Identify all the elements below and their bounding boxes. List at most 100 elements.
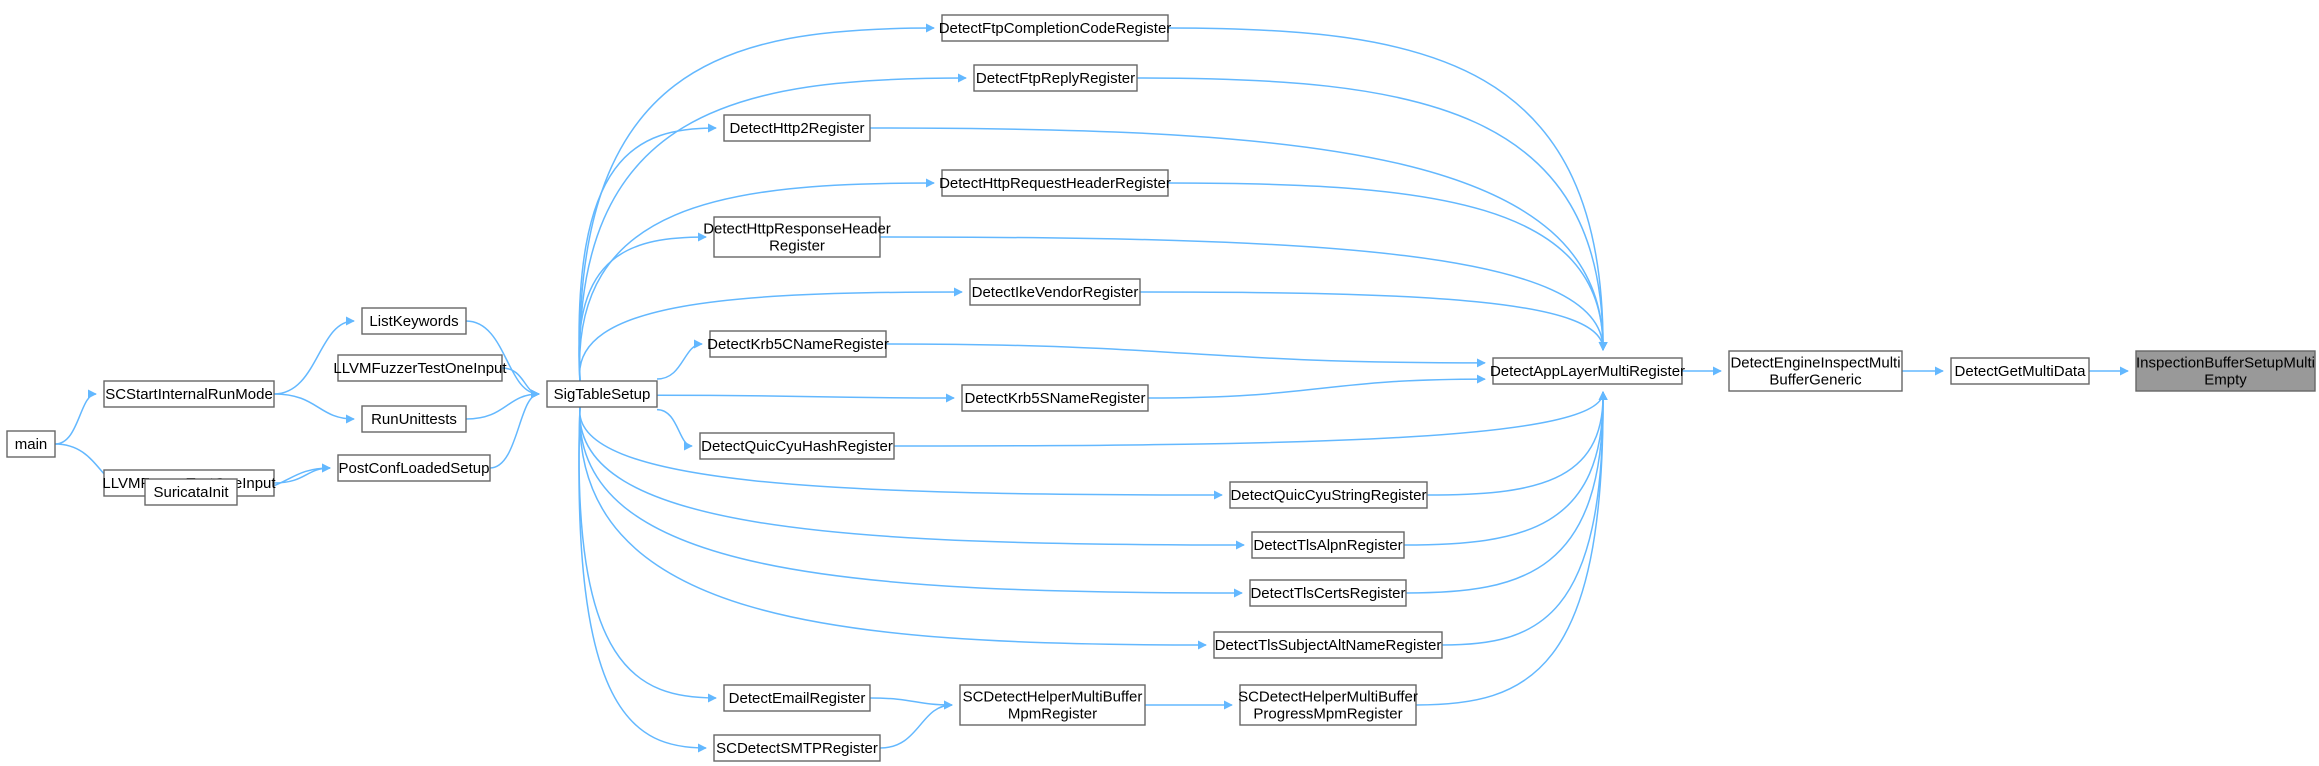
node-label: PostConfLoadedSetup — [339, 460, 490, 477]
node-quichash[interactable]: DetectQuicCyuHashRegister — [699, 432, 895, 460]
edge-email-to-mpm — [869, 697, 953, 710]
edge-sigtable-to-ftpcode — [578, 23, 935, 382]
node-box — [723, 684, 871, 712]
node-sigtable[interactable]: SigTableSetup — [546, 380, 658, 408]
node-label: DetectTlsCertsRegister — [1250, 585, 1405, 602]
node-smtp[interactable]: SCDetectSMTPRegister — [713, 734, 881, 762]
edge-sigtable-to-ike — [578, 287, 963, 382]
edge-sigtable-to-http2 — [578, 123, 717, 382]
edge-llvm1-to-sigtable — [501, 367, 540, 399]
node-http2[interactable]: DetectHttp2Register — [723, 114, 871, 142]
node-label: SCDetectSMTPRegister — [716, 740, 878, 757]
edge-sigtable-to-ftpreply — [578, 73, 967, 382]
node-krbc[interactable]: DetectKrb5CNameRegister — [707, 330, 889, 358]
node-scstart[interactable]: SCStartInternalRunMode — [103, 380, 275, 408]
node-label: DetectHttpRequestHeaderRegister — [939, 175, 1171, 192]
node-applayer[interactable]: DetectAppLayerMultiRegister — [1490, 357, 1685, 385]
node-label: DetectQuicCyuStringRegister — [1231, 487, 1427, 504]
edge-sigtable-to-krbs — [656, 393, 955, 403]
edge-krbc-to-applayer — [885, 343, 1486, 368]
node-label: ListKeywords — [369, 313, 458, 330]
edge-sigtable-to-httpreq — [578, 178, 935, 382]
node-label: DetectFtpCompletionCodeRegister — [939, 20, 1172, 37]
node-ftpreply[interactable]: DetectFtpReplyRegister — [973, 64, 1138, 92]
edge-postconf-to-sigtable — [489, 389, 540, 469]
node-progmpm[interactable]: SCDetectHelperMultiBufferProgressMpmRegi… — [1238, 684, 1418, 726]
node-label: Empty — [2204, 372, 2247, 389]
node-listkw[interactable]: ListKeywords — [361, 307, 467, 335]
node-httpreq[interactable]: DetectHttpRequestHeaderRegister — [939, 169, 1171, 197]
node-box — [361, 307, 467, 335]
node-label: DetectKrb5CNameRegister — [707, 336, 889, 353]
edge-progmpm-to-applayer — [1415, 391, 1608, 706]
node-box — [961, 384, 1149, 412]
edge-main-to-scstart — [54, 389, 97, 445]
node-box — [1229, 481, 1428, 509]
edge-sigtable-to-krbc — [656, 339, 703, 380]
node-ike[interactable]: DetectIkeVendorRegister — [969, 278, 1141, 306]
edge-sigtable-to-subjalt — [579, 406, 1207, 650]
node-label: ProgressMpmRegister — [1253, 706, 1402, 723]
node-box — [103, 380, 275, 408]
node-box — [2135, 350, 2316, 392]
edge-sigtable-to-httpresp — [578, 232, 707, 382]
node-krbs[interactable]: DetectKrb5SNameRegister — [961, 384, 1149, 412]
node-alpn[interactable]: DetectTlsAlpnRegister — [1251, 531, 1405, 559]
node-box — [699, 432, 895, 460]
node-box — [713, 734, 881, 762]
node-box — [973, 64, 1138, 92]
node-certs[interactable]: DetectTlsCertsRegister — [1249, 579, 1407, 607]
node-box — [709, 330, 887, 358]
node-box — [1251, 531, 1405, 559]
edge-krbs-to-applayer — [1147, 374, 1486, 399]
node-label: DetectEmailRegister — [729, 690, 866, 707]
edge-sigtable-to-smtp — [578, 406, 707, 753]
edge-ike-to-applayer — [1139, 291, 1608, 351]
edge-ftpcode-to-applayer — [1167, 27, 1608, 351]
node-quicstr[interactable]: DetectQuicCyuStringRegister — [1229, 481, 1428, 509]
node-label: DetectFtpReplyRegister — [976, 70, 1135, 87]
edge-sigtable-to-quicstr — [579, 406, 1223, 500]
edge-scstart-to-unittests — [273, 393, 355, 424]
node-email[interactable]: DetectEmailRegister — [723, 684, 871, 712]
edge-sigtable-to-alpn — [579, 406, 1245, 550]
node-main[interactable]: main — [6, 430, 56, 458]
node-box — [6, 430, 56, 458]
node-unittests[interactable]: RunUnittests — [361, 405, 467, 433]
node-box — [1728, 350, 1903, 392]
node-box — [144, 478, 238, 506]
edge-http2-to-applayer — [869, 127, 1608, 351]
node-box — [1950, 357, 2090, 385]
node-getmulti[interactable]: DetectGetMultiData — [1950, 357, 2090, 385]
node-label: DetectTlsSubjectAltNameRegister — [1215, 637, 1442, 654]
node-label: SCDetectHelperMultiBuffer — [963, 689, 1143, 706]
node-box — [723, 114, 871, 142]
edge-listkw-to-sigtable — [465, 320, 540, 399]
node-postconf[interactable]: PostConfLoadedSetup — [337, 454, 491, 482]
node-label: RunUnittests — [371, 411, 457, 428]
node-llvm1[interactable]: LLVMFuzzerTestOneInput — [333, 354, 507, 382]
node-label: DetectGetMultiData — [1955, 363, 2087, 380]
node-label: InspectionBufferSetupMulti — [2136, 355, 2315, 372]
node-label: MpmRegister — [1008, 706, 1097, 723]
edge-sigtable-to-quichash — [656, 408, 693, 451]
node-suricata[interactable]: SuricataInit — [144, 478, 238, 506]
node-box — [546, 380, 658, 408]
node-ftpcode[interactable]: DetectFtpCompletionCodeRegister — [939, 14, 1172, 42]
node-box — [1239, 684, 1417, 726]
node-subjalt[interactable]: DetectTlsSubjectAltNameRegister — [1213, 631, 1443, 659]
node-label: SCStartInternalRunMode — [105, 386, 273, 403]
edge-smtp-to-mpm — [879, 700, 953, 749]
node-label: DetectQuicCyuHashRegister — [701, 438, 893, 455]
node-label: DetectAppLayerMultiRegister — [1490, 363, 1685, 380]
edge-alpn-to-applayer — [1403, 391, 1608, 546]
edge-scstart-to-listkw — [273, 316, 355, 395]
edge-quicstr-to-applayer — [1426, 391, 1608, 496]
node-label: SuricataInit — [153, 484, 229, 501]
